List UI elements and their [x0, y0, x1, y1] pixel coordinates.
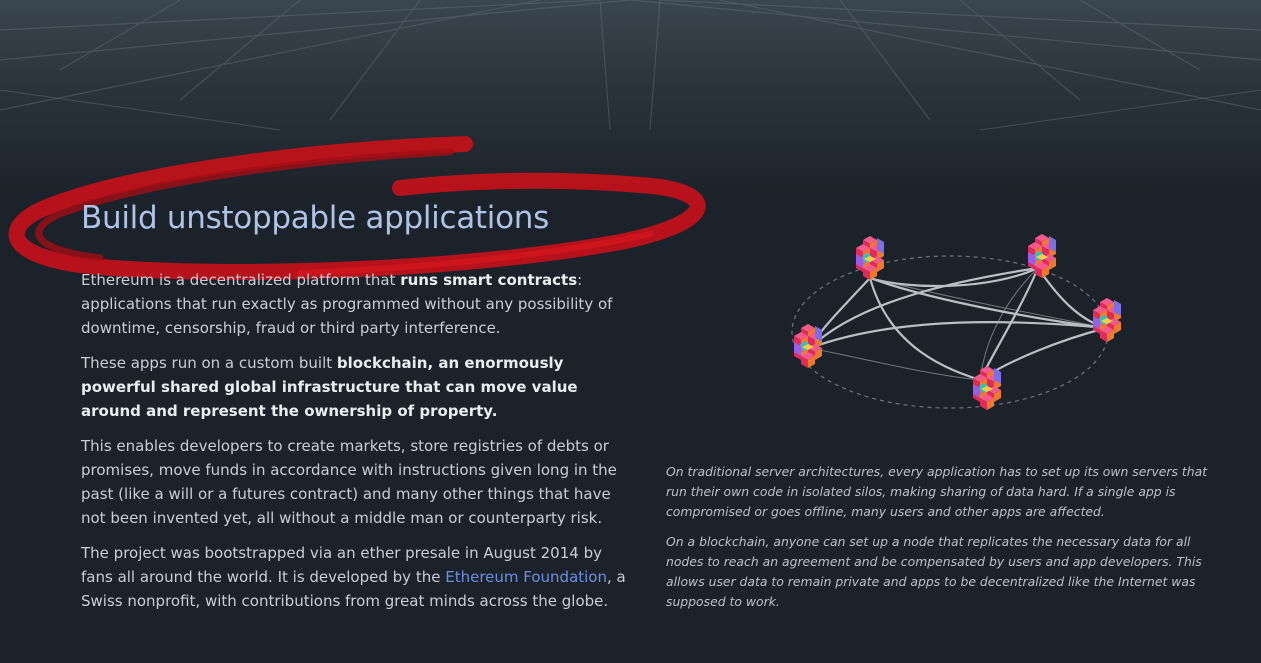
node-icon-right — [1093, 298, 1121, 342]
ethereum-foundation-link[interactable]: Ethereum Foundation — [445, 568, 607, 586]
intro-p4-lead: The project was bootstrapped via an ethe… — [81, 544, 602, 586]
intro-p2-bold: blockchain, an enormously powerful share… — [81, 354, 578, 420]
node-icon-top-left — [856, 236, 884, 280]
red-marker-scribble — [8, 136, 706, 280]
blockchain-network-diagram — [780, 230, 1130, 420]
intro-p1-lead: Ethereum is a decentralized platform tha… — [81, 271, 401, 289]
node-icon-bottom — [973, 366, 1001, 410]
network-graph — [791, 230, 1130, 420]
architecture-lines-decoration — [0, 0, 1261, 131]
caption-paragraph-1: On traditional server architectures, eve… — [666, 464, 1208, 519]
intro-paragraph-1: Ethereum is a decentralized platform tha… — [81, 268, 626, 340]
intro-p1-bold: runs smart contracts — [400, 271, 578, 289]
intro-p4-rest: , a Swiss nonprofit, with contributions … — [81, 568, 626, 610]
intro-paragraph-2: These apps run on a custom built blockch… — [81, 351, 626, 423]
network-boundary — [791, 255, 1109, 409]
caption-paragraph-2: On a blockchain, anyone can set up a nod… — [666, 534, 1202, 609]
intro-paragraph-3: This enables developers to create market… — [81, 437, 617, 527]
title-highlight — [0, 130, 730, 290]
network-connections — [809, 266, 1107, 382]
intro-p1-rest: : applications that run exactly as progr… — [81, 271, 613, 337]
page-title: Build unstoppable applications — [81, 200, 549, 236]
diagram-caption: On traditional server architectures, eve… — [666, 462, 1226, 622]
intro-text: Ethereum is a decentralized platform tha… — [81, 268, 626, 624]
node-icon-left — [794, 324, 822, 368]
intro-p2-lead: These apps run on a custom built — [81, 354, 337, 372]
intro-paragraph-4: The project was bootstrapped via an ethe… — [81, 541, 626, 613]
